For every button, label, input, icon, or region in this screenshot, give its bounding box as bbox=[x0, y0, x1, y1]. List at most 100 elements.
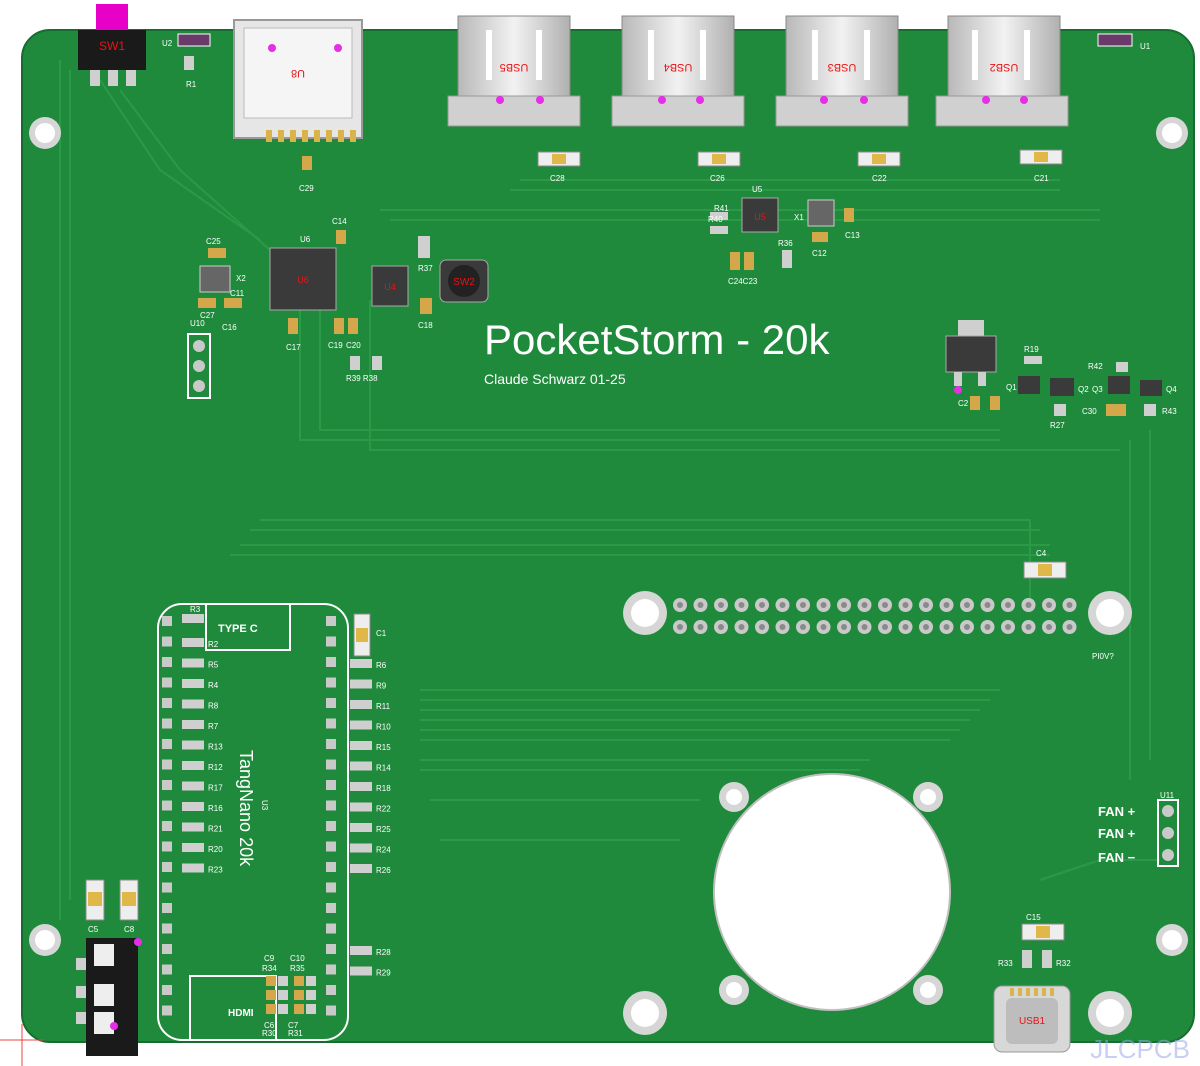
resistor-right-label: R15 bbox=[376, 743, 391, 752]
fan-mount bbox=[713, 773, 951, 1011]
c19-label: C19 bbox=[328, 341, 343, 350]
u4-ic: U4 R37 C18 bbox=[371, 236, 433, 330]
gpio-pin-hole bbox=[779, 602, 786, 608]
gpio-pin-hole bbox=[943, 624, 950, 630]
hdmi-label: HDMI bbox=[228, 1008, 254, 1019]
watermark: JLCPCB bbox=[1090, 1034, 1190, 1064]
resistor-right bbox=[350, 946, 372, 955]
sd-label: U8 bbox=[291, 67, 305, 79]
tangnano-pin-left bbox=[162, 677, 172, 688]
resistor-left-label: R17 bbox=[208, 784, 223, 793]
resistor-left bbox=[182, 781, 204, 791]
gpio-pin-hole bbox=[1025, 602, 1032, 608]
gpio-pin-hole bbox=[861, 624, 868, 630]
board-title: PocketStorm - 20k bbox=[484, 316, 830, 363]
gpio-pin-hole bbox=[1066, 624, 1073, 630]
tangnano-pin-right bbox=[326, 985, 336, 995]
c22-label: C22 bbox=[872, 174, 887, 183]
tangnano-pin-right bbox=[326, 903, 336, 913]
gpio-pin-hole bbox=[841, 624, 847, 630]
resistor-right bbox=[350, 802, 372, 812]
gpio-pin-hole bbox=[902, 624, 909, 630]
gpio-pin-hole bbox=[820, 624, 827, 630]
gpio-pin-hole bbox=[759, 602, 765, 608]
resistor-left-label: R4 bbox=[208, 681, 219, 690]
board-subtitle: Claude Schwarz 01-25 bbox=[484, 371, 626, 387]
resistor-left-label: R2 bbox=[208, 640, 219, 649]
tangnano-pin-left bbox=[162, 780, 172, 790]
tangnano-pin-right bbox=[326, 698, 336, 708]
c26-label: C26 bbox=[710, 174, 725, 183]
resistor-left bbox=[182, 822, 204, 832]
gpio-pin-hole bbox=[861, 602, 868, 608]
gpio-pin-hole bbox=[779, 624, 786, 630]
c16-label: C16 bbox=[222, 323, 237, 332]
q1-label: Q1 bbox=[1006, 383, 1017, 392]
gpio-pin-hole bbox=[1005, 624, 1011, 630]
c25-label: C25 bbox=[206, 237, 221, 246]
tangnano-pin-left bbox=[162, 657, 172, 667]
gpio-pin-hole bbox=[1025, 624, 1032, 630]
c4-label: C4 bbox=[1036, 549, 1047, 558]
resistor-right-label: R25 bbox=[376, 825, 391, 834]
tangnano-pin-left bbox=[162, 841, 172, 852]
tangnano-pin-left bbox=[162, 800, 172, 811]
usb-c-area: C15 R33 R32 USB1 bbox=[993, 913, 1071, 1053]
resistor-right bbox=[350, 782, 372, 791]
tangnano-pin-left bbox=[162, 698, 172, 708]
tangnano-pin-left bbox=[162, 759, 172, 770]
resistor-left bbox=[182, 802, 204, 811]
c12-label: C12 bbox=[812, 249, 827, 258]
tangnano-pin-right bbox=[326, 923, 336, 934]
resistor-right bbox=[350, 864, 372, 873]
hdmi-passives: C9 C10 R34 R35 C6 C7 R30 R31 bbox=[262, 954, 316, 1038]
resistor-right-label: R26 bbox=[376, 866, 391, 875]
u6-ic: U6 U6 C14 C17 C19 C20 R39 R38 bbox=[269, 217, 382, 383]
tangnano-pin-right bbox=[326, 862, 336, 872]
r39r38-label: R39 R38 bbox=[346, 374, 378, 383]
r43-label: R43 bbox=[1162, 407, 1177, 416]
gpio-pin-hole bbox=[943, 602, 950, 608]
gpio-pin-hole bbox=[882, 602, 888, 608]
sw2-button: SW2 bbox=[439, 259, 489, 303]
usb4-label: USB4 bbox=[664, 61, 693, 73]
c10-label: C10 bbox=[290, 954, 305, 963]
c2-label: C2 bbox=[958, 399, 969, 408]
pcb-outline bbox=[21, 29, 1195, 1043]
resistor-left-label: R23 bbox=[208, 866, 223, 875]
gpio-pin-hole bbox=[800, 624, 806, 630]
c18-label: C18 bbox=[418, 321, 433, 330]
sd-card-slot: U8 C29 bbox=[233, 19, 363, 193]
resistor-left bbox=[182, 843, 204, 852]
tangnano-pin-left bbox=[162, 944, 172, 954]
tangnano-pin-left bbox=[162, 636, 172, 647]
c20-label: C20 bbox=[346, 341, 361, 350]
resistor-left-label: R5 bbox=[208, 661, 219, 670]
tangnano-pin-left bbox=[162, 821, 172, 831]
resistor-left bbox=[182, 699, 204, 709]
r36-label: R36 bbox=[778, 239, 793, 248]
gpio-pin-hole bbox=[841, 602, 847, 608]
tangnano-pin-right bbox=[326, 657, 336, 667]
usb-a-connector-4: USB4 C26 bbox=[611, 15, 745, 183]
tangnano-pin-right bbox=[326, 677, 336, 688]
gpio-pin-hole bbox=[923, 624, 929, 630]
usb-a-connector-5: USB5 C28 bbox=[447, 15, 581, 183]
tangnano-pin-right bbox=[326, 759, 336, 770]
r27-label: R27 bbox=[1050, 421, 1065, 430]
resistor-left bbox=[182, 761, 204, 770]
c4-cap: C4 bbox=[1023, 549, 1067, 579]
mounting-holes bbox=[29, 117, 1188, 1035]
resistor-right bbox=[350, 659, 372, 668]
gpio-pin-hole bbox=[923, 602, 929, 608]
gpio-pin-hole bbox=[677, 602, 683, 608]
regulator-area: C2 R19 Q1 Q2 R27 Q3 R42 Q4 C30 R43 bbox=[945, 320, 1177, 430]
resistor-right bbox=[350, 843, 372, 853]
gpio-pin-hole bbox=[984, 624, 991, 630]
x2-label: X2 bbox=[236, 274, 246, 283]
gpio-pin-hole bbox=[984, 602, 991, 608]
gpio-header: PI0V? bbox=[623, 591, 1132, 661]
tangnano-pin-right bbox=[326, 636, 336, 647]
c24c23-label: C24C23 bbox=[728, 277, 758, 286]
